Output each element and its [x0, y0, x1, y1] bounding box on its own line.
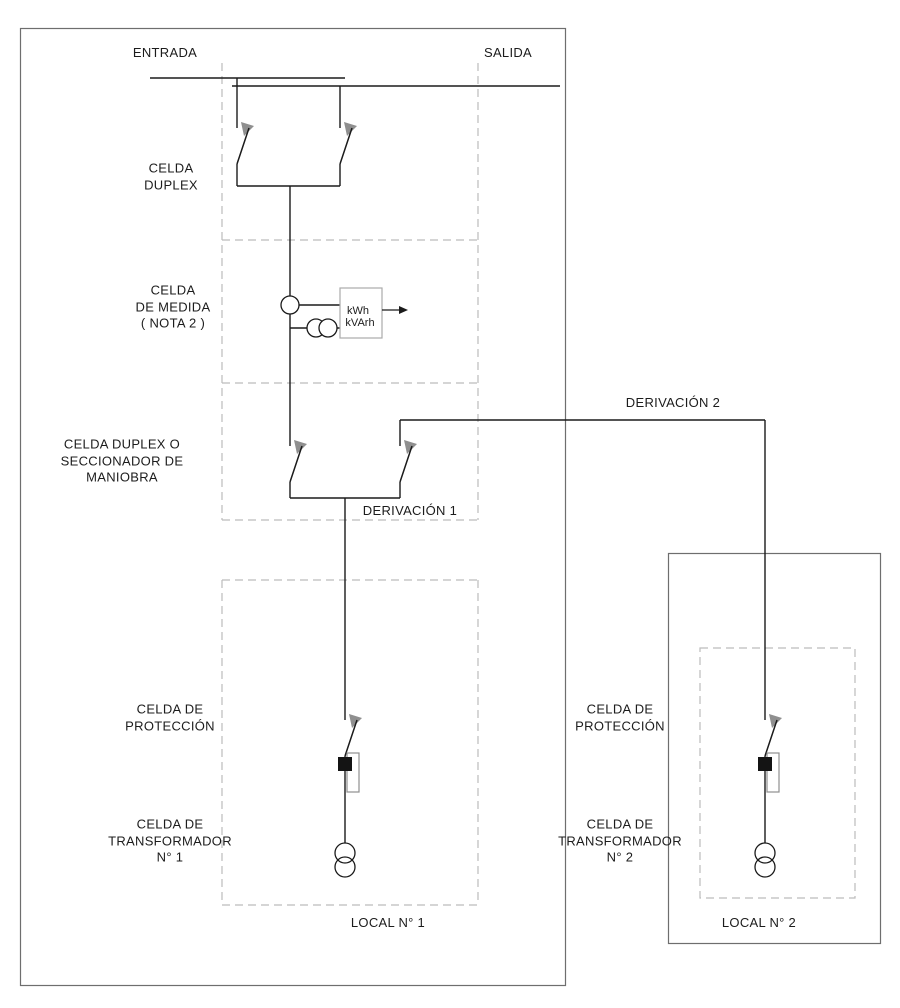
local-2-label: LOCAL N° 2	[721, 914, 797, 930]
derivacion-1-label: DERIVACIÓN 1	[362, 502, 458, 518]
cell-dashed-partitions-local-2	[699, 647, 856, 899]
proteccion-switch-2-icon	[764, 713, 783, 757]
seccionador-switch-left-icon	[289, 439, 308, 483]
derivacion-2-label: DERIVACIÓN 2	[625, 394, 721, 410]
meter-kwh-label: kWh	[347, 305, 369, 317]
duplex-switch-left-icon	[236, 121, 255, 165]
duplex-switch-right-icon	[339, 121, 358, 165]
transformer-2-icon	[754, 842, 776, 878]
local-1-enclosure	[19, 27, 567, 987]
meter-box	[339, 287, 383, 339]
transformer-1-icon	[334, 842, 356, 878]
current-transformer-icon	[280, 295, 300, 315]
celda-transformador-1-label: CELDA DE TRANSFORMADOR N° 1	[108, 816, 232, 865]
celda-transformador-2-label: CELDA DE TRANSFORMADOR N° 2	[558, 816, 682, 865]
voltage-transformer-icon-b	[318, 318, 338, 338]
proteccion-switch-1-icon	[344, 713, 363, 757]
salida-label: SALIDA	[483, 44, 533, 60]
celda-medida-label: CELDA DE MEDIDA ( NOTA 2 )	[135, 282, 211, 331]
local-1-label: LOCAL N° 1	[350, 914, 426, 930]
cell-dashed-partitions-local-1	[221, 63, 479, 906]
meter-output-arrow	[382, 306, 408, 314]
fuse-2-icon	[758, 752, 780, 793]
entrada-label: ENTRADA	[132, 44, 198, 60]
celda-proteccion-2-label: CELDA DE PROTECCIÓN	[575, 701, 665, 734]
local-2-enclosure	[667, 552, 882, 945]
celda-proteccion-1-label: CELDA DE PROTECCIÓN	[125, 701, 215, 734]
celda-duplex-label: CELDA DUPLEX	[144, 160, 198, 193]
meter-kvarh-label: kVArh	[345, 317, 375, 329]
fuse-1-icon	[338, 752, 360, 793]
celda-duplex-seccionador-label: CELDA DUPLEX O SECCIONADOR DE MANIOBRA	[60, 436, 184, 485]
seccionador-switch-right-icon	[399, 439, 418, 483]
